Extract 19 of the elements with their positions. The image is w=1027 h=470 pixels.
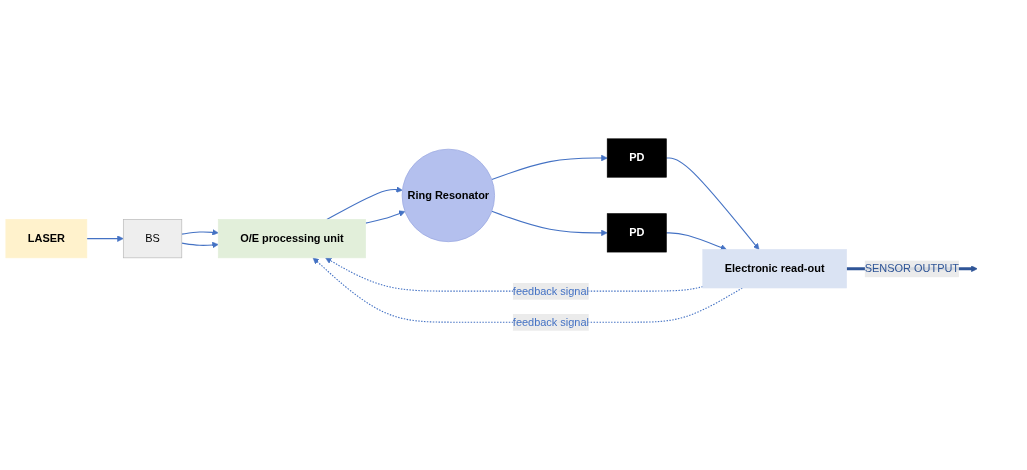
arrow bbox=[491, 155, 608, 181]
edge-label: feedback signal bbox=[512, 284, 589, 298]
node-box: BS bbox=[122, 219, 183, 259]
node-box: Electronic read-out bbox=[702, 249, 847, 289]
arrow bbox=[86, 235, 124, 243]
arrow bbox=[326, 186, 403, 221]
arrow bbox=[181, 229, 219, 236]
node-box: PD bbox=[606, 213, 667, 253]
arrow bbox=[491, 211, 608, 237]
node-circle: Ring Resonator bbox=[401, 149, 495, 243]
node-box: PD bbox=[606, 138, 667, 178]
arrow bbox=[665, 232, 727, 251]
edge-label: feedback signal bbox=[512, 315, 589, 329]
node-box: O/E processing unit bbox=[217, 219, 366, 259]
edge-label: SENSOR OUTPUT bbox=[864, 262, 960, 275]
node-box: LASER bbox=[5, 219, 88, 259]
arrow bbox=[665, 157, 760, 251]
arrow bbox=[181, 242, 219, 249]
arrow bbox=[365, 210, 406, 225]
